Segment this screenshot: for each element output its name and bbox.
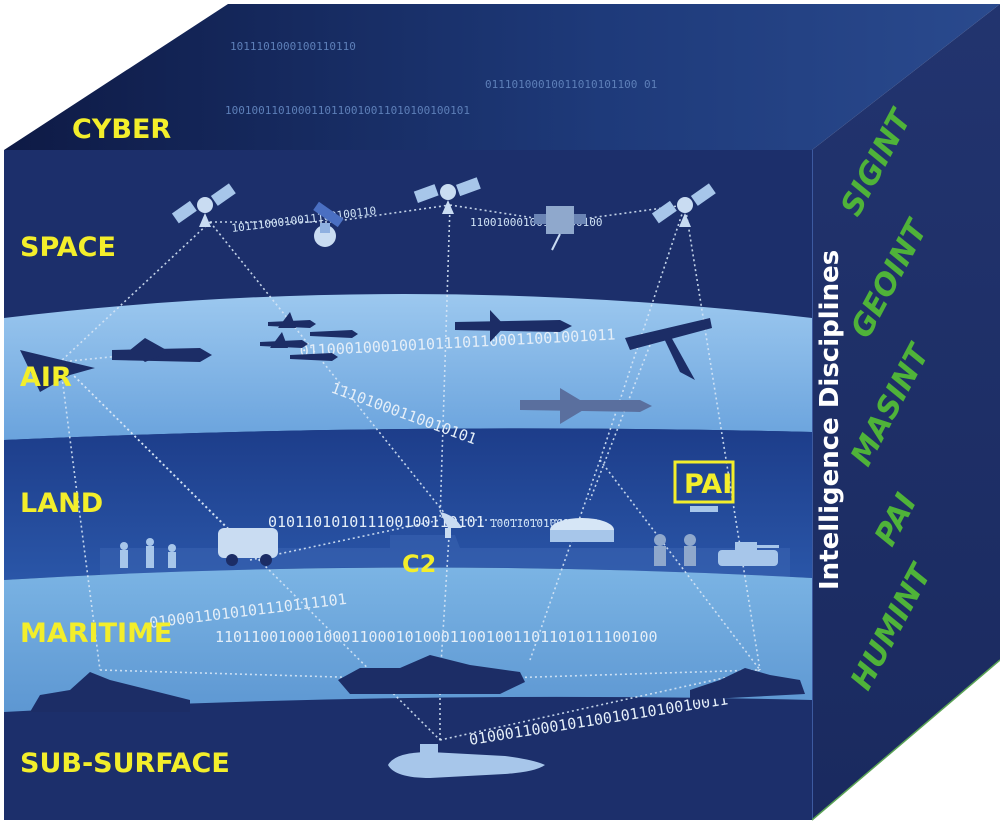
satellite-icon [171, 183, 236, 227]
monitor-icon: PAI [673, 460, 735, 512]
fighter-jet-icon [260, 312, 358, 361]
domain-label-cyber: CYBER [72, 114, 171, 145]
ship-icon [30, 672, 190, 712]
land-ground [100, 535, 790, 578]
cube-top-face [4, 4, 1000, 150]
drone-icon [455, 310, 572, 342]
domain-label-space: SPACE [20, 232, 116, 263]
tank-icon [718, 542, 779, 566]
domain-label-maritime: MARITIME [20, 618, 172, 649]
vehicle-icon [218, 528, 278, 566]
cube-side-face [812, 4, 1000, 820]
land-band [4, 428, 812, 580]
c2-node-label: C2 [402, 550, 436, 578]
radar-station-icon [550, 518, 614, 542]
domain-label-air: AIR [20, 362, 72, 393]
domain-label-land: LAND [20, 488, 103, 519]
submarine-icon [388, 744, 545, 778]
antenna-icon [440, 512, 462, 538]
satellite-icon [534, 206, 586, 251]
binary-stream-top-1: 1011101000100110110 [230, 40, 356, 53]
maritime-band [4, 567, 812, 712]
satellite-icon [313, 201, 344, 247]
pai-screen-label: PAI [684, 469, 732, 500]
binary-stream-top-3: 1001001101000110110010011010100100101 [225, 104, 470, 117]
binary-stream-top-2: 01110100010011010101100 01 [485, 78, 657, 91]
satellite-icon [413, 177, 481, 214]
binary-stream-land-1: 010110101011100100110101 [268, 513, 485, 531]
ship-icon [338, 655, 525, 694]
ship-icon [690, 668, 805, 700]
fighter-jet-icon [112, 338, 212, 362]
soldier-icon [654, 534, 696, 566]
stealth-bomber-icon [20, 350, 95, 392]
domain-label-subsurface: SUB-SURFACE [20, 748, 230, 779]
tanker-plane-icon [520, 388, 652, 424]
intelligence-disciplines-title: Intelligence Disciplines [815, 250, 845, 590]
transport-plane-icon [625, 318, 712, 380]
soldier-icon [120, 538, 176, 568]
satellite-icon [651, 183, 716, 227]
binary-stream-maritime-2: 1101100100010001100010100011001001101101… [215, 628, 658, 646]
